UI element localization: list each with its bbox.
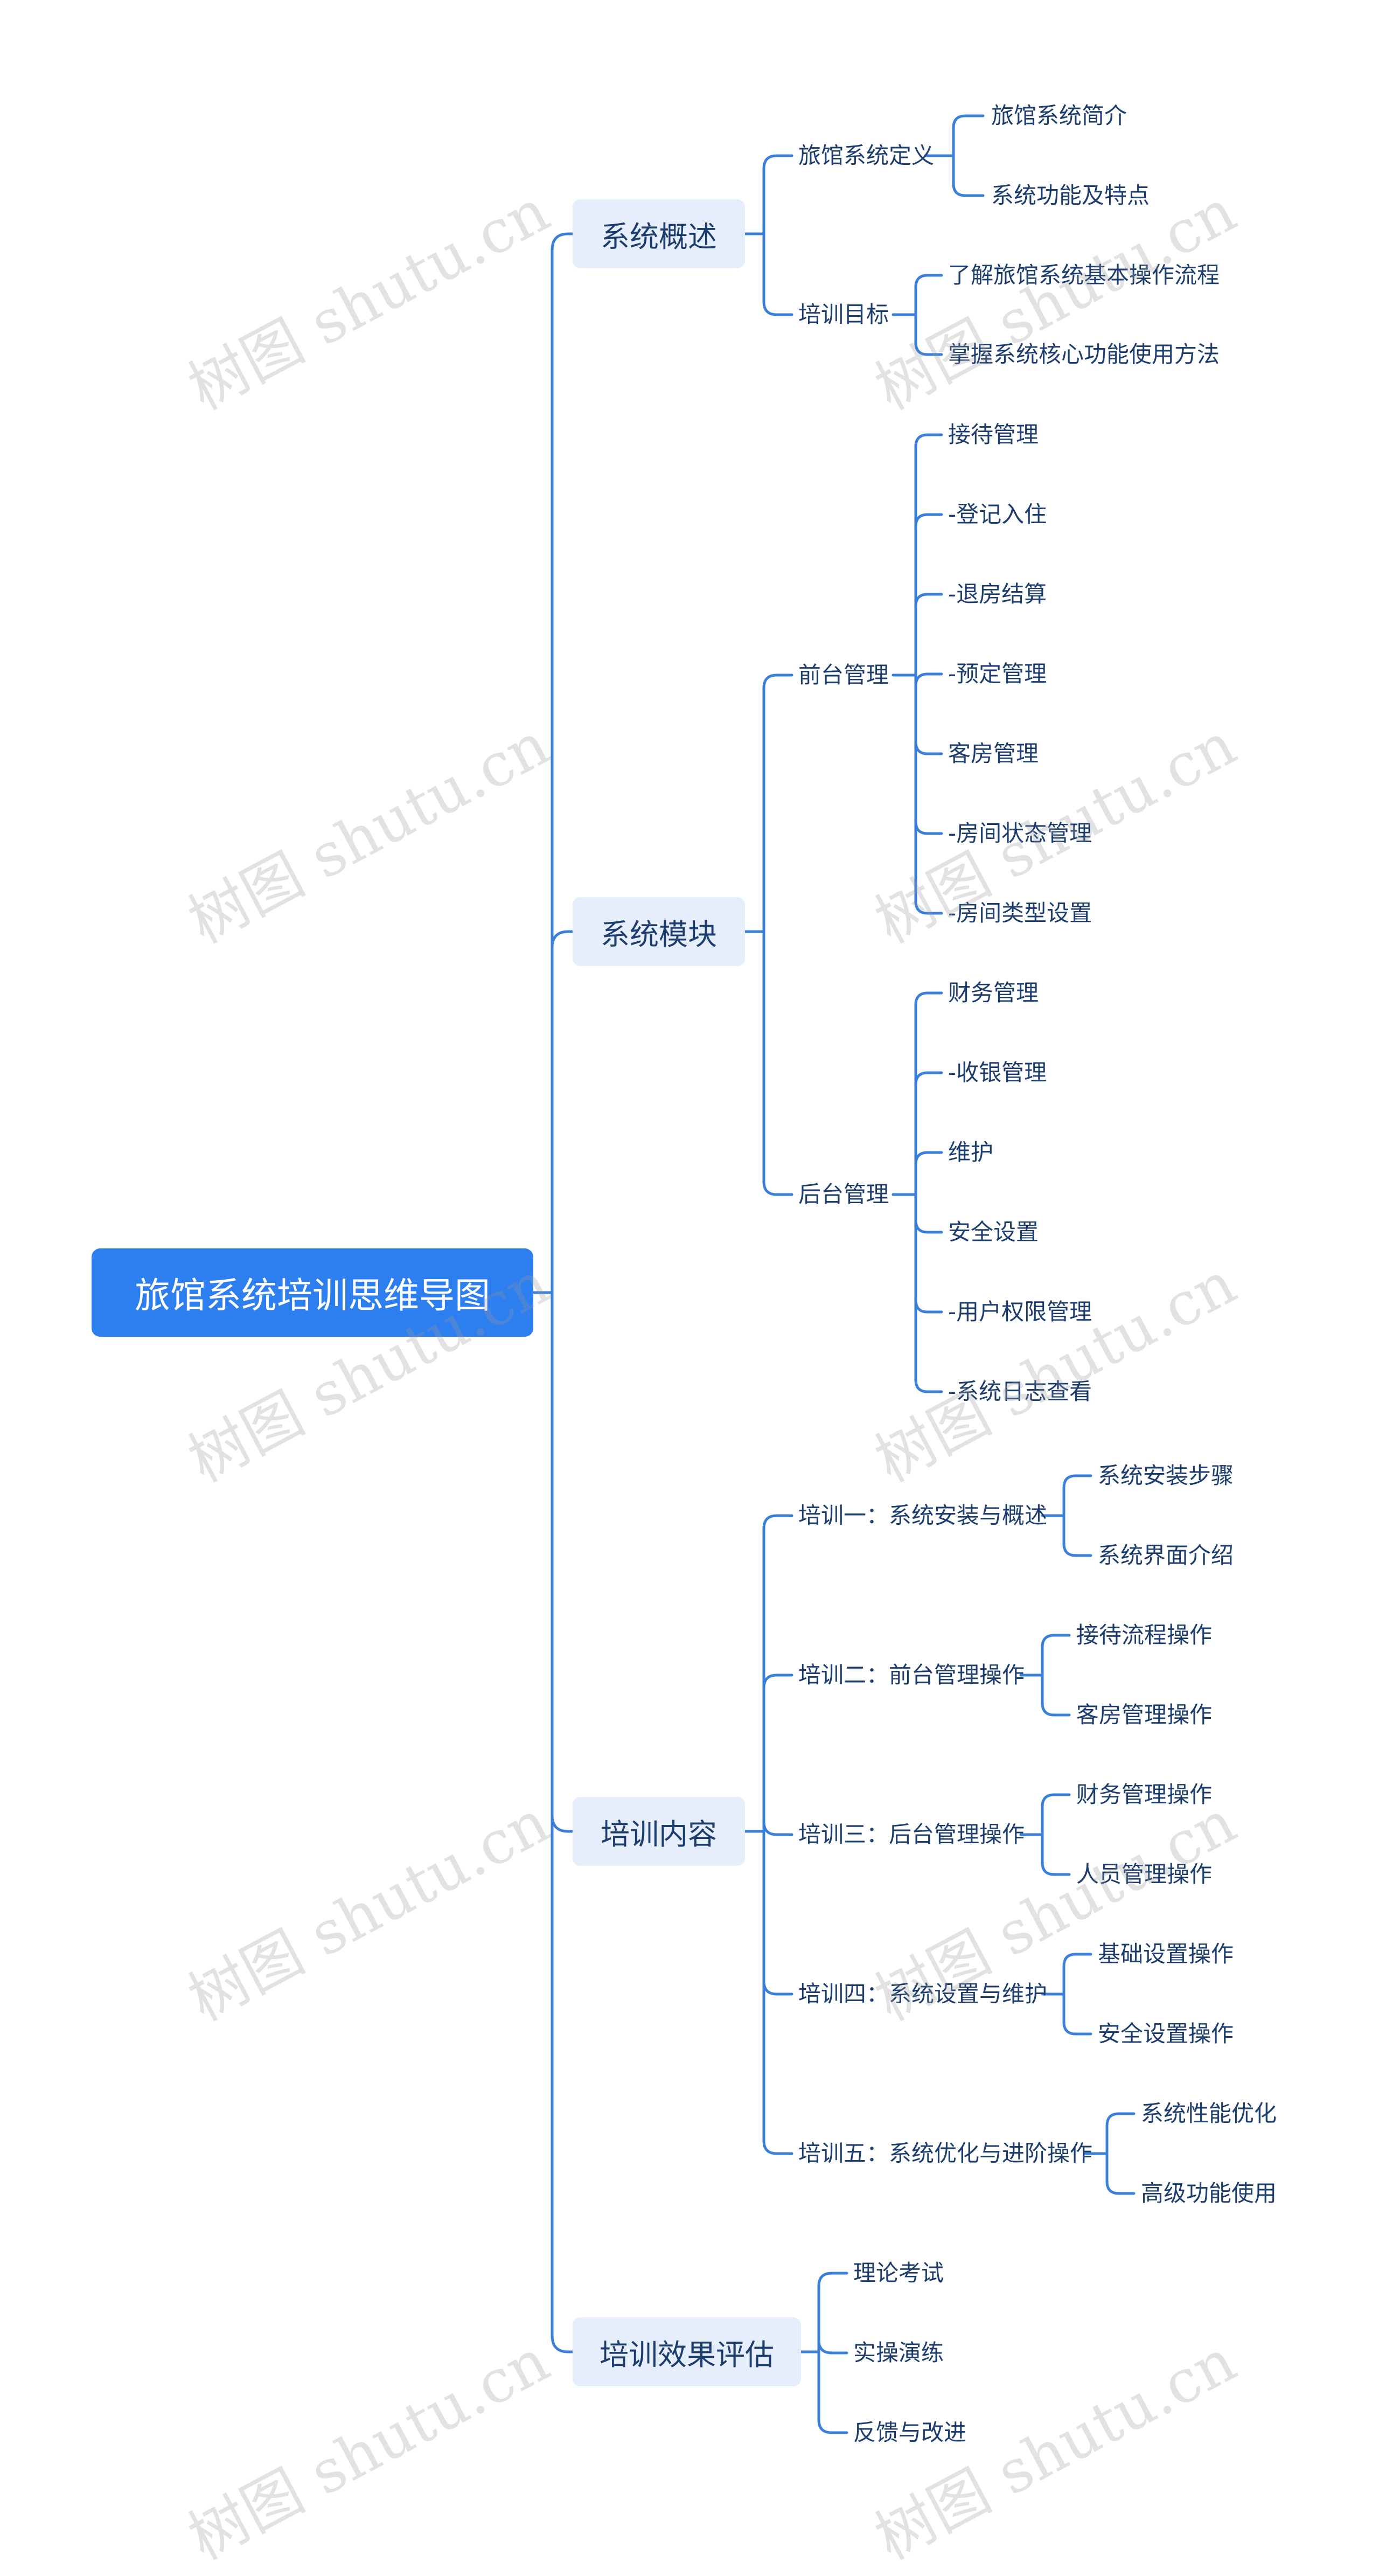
connector-line: [914, 991, 943, 1196]
branch-system-modules[interactable]: 系统模块: [573, 897, 745, 966]
connector-line: [1041, 1634, 1071, 1677]
leaf-item[interactable]: 安全设置操作: [1098, 2020, 1234, 2047]
leaf-item[interactable]: 客房管理: [948, 740, 1039, 767]
branch-training-content[interactable]: 培训内容: [573, 1797, 745, 1866]
node-training-3[interactable]: 培训三：后台管理操作: [798, 1821, 1025, 1848]
leaf-item[interactable]: 了解旅馆系统基本操作流程: [948, 262, 1220, 288]
leaf-item[interactable]: 基础设置操作: [1098, 1941, 1234, 1967]
connector-line: [914, 513, 943, 677]
connector-line: [914, 1193, 943, 1314]
leaf-item[interactable]: -系统日志查看: [948, 1378, 1092, 1405]
connector-line: [1105, 2152, 1136, 2195]
leaf-item[interactable]: 系统安装步骤: [1098, 1462, 1234, 1489]
branch-training-evaluation[interactable]: 培训效果评估: [573, 2317, 801, 2386]
node-front-desk-management[interactable]: 前台管理: [798, 662, 889, 688]
connector-line: [914, 1193, 943, 1234]
leaf-item[interactable]: -房间状态管理: [948, 820, 1092, 846]
leaf-item[interactable]: 接待流程操作: [1076, 1622, 1213, 1648]
leaf-item[interactable]: 系统功能及特点: [991, 182, 1150, 209]
root-node[interactable]: 旅馆系统培训思维导图: [92, 1248, 533, 1337]
connector-line: [762, 673, 793, 933]
leaf-item[interactable]: 系统性能优化: [1141, 2100, 1277, 2127]
connector-line: [914, 1193, 943, 1393]
leaf-item[interactable]: 掌握系统核心功能使用方法: [948, 341, 1220, 367]
connector-line: [1062, 1953, 1092, 1996]
connector-line: [914, 673, 943, 755]
leaf-item[interactable]: -登记入住: [948, 501, 1047, 527]
connector-line: [1041, 1674, 1071, 1717]
connector-line: [914, 1151, 943, 1196]
node-training-4[interactable]: 培训四：系统设置与维护: [798, 1981, 1048, 2007]
leaf-item[interactable]: -预定管理: [948, 661, 1047, 687]
connector-line: [762, 154, 793, 235]
node-training-goal[interactable]: 培训目标: [798, 301, 889, 328]
node-training-2[interactable]: 培训二：前台管理操作: [798, 1662, 1025, 1688]
leaf-item[interactable]: 安全设置: [948, 1219, 1039, 1245]
node-training-1[interactable]: 培训一：系统安装与概述: [798, 1502, 1048, 1529]
leaf-item[interactable]: 人员管理操作: [1076, 1861, 1213, 1887]
leaf-item[interactable]: 高级功能使用: [1141, 2180, 1277, 2206]
connector-line: [762, 930, 793, 1196]
connector-line: [817, 2339, 848, 2355]
connector-line: [551, 1291, 574, 1833]
connector-line: [551, 1291, 574, 2353]
connector-line: [1105, 2112, 1136, 2155]
node-back-office-management[interactable]: 后台管理: [798, 1181, 889, 1207]
connector-line: [551, 232, 574, 1294]
leaf-item[interactable]: 客房管理操作: [1076, 1702, 1213, 1728]
connector-line: [914, 1071, 943, 1196]
node-training-5[interactable]: 培训五：系统优化与进阶操作: [798, 2140, 1093, 2167]
connector-line: [914, 673, 943, 915]
connector-line: [817, 2272, 848, 2353]
leaf-item[interactable]: 财务管理操作: [1076, 1781, 1213, 1808]
connector-line: [762, 1514, 793, 1833]
connector-line: [914, 313, 943, 356]
leaf-item[interactable]: 反馈与改进: [853, 2419, 967, 2446]
connector-line: [914, 433, 943, 677]
connector-line: [1041, 1793, 1071, 1836]
leaf-item[interactable]: 系统界面介绍: [1098, 1542, 1234, 1568]
connector-line: [952, 154, 985, 197]
connector-line: [762, 1830, 793, 1996]
leaf-item[interactable]: 财务管理: [948, 980, 1039, 1006]
branch-system-overview[interactable]: 系统概述: [573, 199, 745, 268]
connector-line: [762, 1674, 793, 1833]
connector-line: [914, 274, 943, 316]
connector-line: [551, 930, 574, 1294]
leaf-item[interactable]: -用户权限管理: [948, 1299, 1092, 1325]
connector-line: [1062, 1514, 1092, 1557]
connector-line: [1062, 1474, 1092, 1517]
connector-line: [1062, 1992, 1092, 2036]
leaf-item[interactable]: 接待管理: [948, 421, 1039, 448]
leaf-item[interactable]: 维护: [948, 1139, 994, 1165]
connector-line: [1041, 1833, 1071, 1876]
leaf-item[interactable]: -收银管理: [948, 1059, 1047, 1086]
connector-line: [762, 1821, 793, 1836]
leaf-item[interactable]: 理论考试: [853, 2260, 944, 2286]
connector-line: [762, 1830, 793, 2155]
connector-line: [952, 114, 985, 157]
leaf-item[interactable]: -退房结算: [948, 581, 1047, 607]
connector-line: [914, 593, 943, 677]
node-hotel-system-definition[interactable]: 旅馆系统定义: [798, 142, 935, 169]
leaf-item[interactable]: -房间类型设置: [948, 900, 1092, 926]
leaf-item[interactable]: 旅馆系统简介: [991, 102, 1127, 129]
leaf-item[interactable]: 实操演练: [853, 2339, 944, 2366]
connector-line: [817, 2350, 848, 2434]
connector-line: [762, 232, 793, 316]
connector-line: [914, 672, 943, 686]
